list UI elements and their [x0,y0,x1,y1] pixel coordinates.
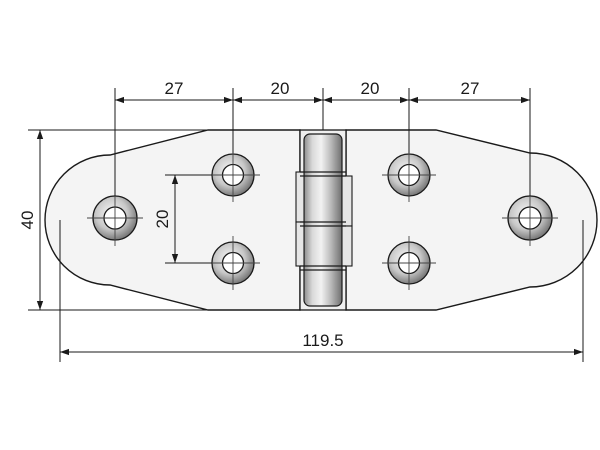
dimension-label-top-left-inner: 20 [271,79,290,98]
screw-hole-right-end [502,190,558,246]
hinge-knuckle [295,129,353,311]
hole-spacing-dimension: 20 [153,174,212,264]
overall-length-dimension: 119.5 [59,220,584,362]
hinge-right-leaf [345,129,598,311]
dimension-label-top-right-outer: 27 [461,79,480,98]
top-dimension-chain: 27 20 20 27 [114,79,531,196]
screw-hole-right-upper [382,148,436,202]
dimension-label-height: 40 [18,211,37,230]
screw-hole-right-lower [382,236,436,290]
height-dimension: 40 [18,129,208,311]
screw-hole-left-lower [206,236,260,290]
screw-hole-left-end [87,190,143,246]
dimension-label-hole-spacing: 20 [153,210,172,229]
dimension-label-overall-length: 119.5 [302,331,343,350]
hinge-left-leaf [44,129,301,311]
dimension-label-top-left-outer: 27 [165,79,184,98]
dimension-label-top-right-inner: 20 [361,79,380,98]
